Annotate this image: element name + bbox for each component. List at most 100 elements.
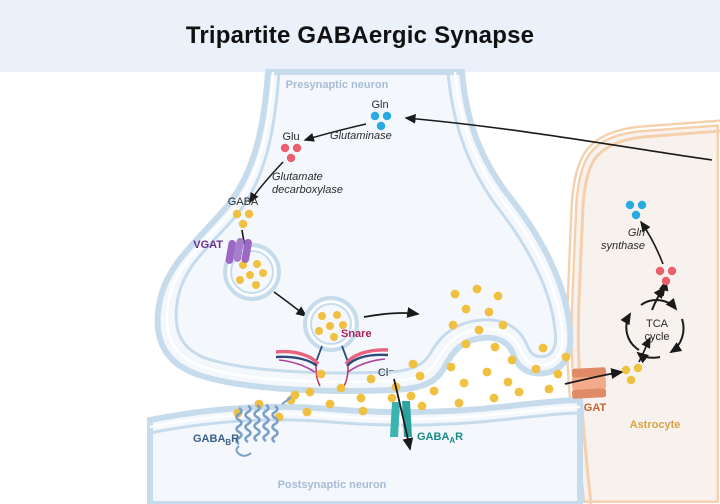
gaba-dot xyxy=(238,219,248,229)
vesicle2-gaba-dot xyxy=(330,333,338,341)
gaba-dot xyxy=(336,383,346,393)
glu-dot xyxy=(661,276,671,286)
gaba-dot xyxy=(514,387,524,397)
gabab-receptor-label: GABABR xyxy=(193,433,239,447)
gabaa-receptor[interactable]: Cl⁻ GABAAR xyxy=(378,367,463,451)
gabab-label-sub: B xyxy=(225,438,231,447)
gaba-dot xyxy=(366,374,376,384)
vgat-label: VGAT xyxy=(193,239,223,251)
gaba-dot xyxy=(544,384,554,394)
glu-dot xyxy=(280,143,290,153)
snare-helix xyxy=(347,358,386,373)
gaba-dot xyxy=(450,289,460,299)
gabaa-label-main: GABA xyxy=(417,431,449,443)
gat-label: GAT xyxy=(584,402,607,414)
gaba-bound-to-gabaa xyxy=(406,391,416,401)
molecule-gln-astrocyte xyxy=(625,200,647,220)
vesicle-gaba-dot xyxy=(236,276,244,284)
astrocyte-cell: Astrocyte xyxy=(565,119,720,504)
molecule-gaba-astrocyte xyxy=(621,363,643,385)
gabab-receptor[interactable]: GABABR xyxy=(193,390,300,457)
vesicle-gaba-dot xyxy=(239,261,247,269)
gaba-dot xyxy=(531,364,541,374)
vesicle-loaded: VGAT xyxy=(193,237,281,301)
vgat-helix xyxy=(225,240,236,264)
gaba-dot xyxy=(358,406,368,416)
gaba-dot xyxy=(507,355,517,365)
gaba-dot xyxy=(498,320,508,330)
postsynaptic-neuron-label: Postsynaptic neuron xyxy=(278,479,387,491)
gaba-dot xyxy=(244,209,254,219)
arrow-glutamate-decarboxylase xyxy=(249,161,284,204)
snare-tail xyxy=(343,365,349,387)
vgat-helix xyxy=(241,239,252,263)
gaba-dot xyxy=(553,369,563,379)
arrow-gaba-uptake xyxy=(564,368,624,385)
gat-domain-bottom xyxy=(571,388,607,399)
vesicle-gaba-dot xyxy=(259,269,267,277)
gaba-dot xyxy=(448,320,458,330)
page-title: Tripartite GABAergic Synapse xyxy=(185,22,535,49)
gaba-dot xyxy=(482,367,492,377)
glu-dot xyxy=(667,266,677,276)
arrow-chloride-influx xyxy=(393,378,414,451)
snare-helix xyxy=(278,359,316,373)
title-header: Tripartite GABAergic Synapse xyxy=(0,0,720,72)
vesicle2-membrane-gap xyxy=(308,301,354,347)
gln-dot xyxy=(370,111,380,121)
tca-cycle: TCA cycle xyxy=(620,286,685,364)
vesicle-membrane-gap xyxy=(228,248,276,296)
postsynaptic-membrane-inner xyxy=(149,411,581,435)
gaba-dot xyxy=(454,398,464,408)
gabaa-subunit xyxy=(390,402,400,437)
astrocyte-membrane-outer xyxy=(565,119,720,504)
gaba-dot xyxy=(472,284,482,294)
gaba-dot xyxy=(484,307,494,317)
vesicle2-gaba-dot xyxy=(339,321,347,329)
snare-t-strand-pink xyxy=(275,349,320,366)
tca-arc-arrow xyxy=(640,297,678,311)
gabaa-label-sub: A xyxy=(449,436,455,445)
gaba-dot xyxy=(489,393,499,403)
vesicle2-gaba-dot xyxy=(315,327,323,335)
glu-label: Glu xyxy=(282,131,299,143)
tca-cycle-label-line1: TCA xyxy=(646,318,669,330)
gaba-dot xyxy=(503,377,513,387)
gaba-dot xyxy=(417,401,427,411)
arrow-vesicle-fusion xyxy=(363,307,420,318)
gaba-dot xyxy=(356,393,366,403)
arrow-vesicle-trafficking xyxy=(273,291,308,317)
gaba-dot xyxy=(302,407,312,417)
gaba-dot xyxy=(305,387,315,397)
astrocyte-membrane-inner xyxy=(576,129,720,504)
gaba-bound-to-gabab xyxy=(290,390,300,400)
gaba-dot xyxy=(415,371,425,381)
tca-arc-arrow xyxy=(669,318,685,354)
gaba-dot xyxy=(459,378,469,388)
gaba-dot xyxy=(461,339,471,349)
snare-tail xyxy=(315,365,321,387)
vgat-transporter[interactable] xyxy=(225,237,253,264)
arrow-gln-synthase xyxy=(640,220,664,265)
gabab-label-end: R xyxy=(231,433,239,445)
gat-domain-top xyxy=(571,367,607,378)
chloride-label: Cl⁻ xyxy=(378,367,394,379)
gabaa-subunit xyxy=(402,401,412,437)
vesicle-docked xyxy=(303,296,359,352)
snare-v-strand xyxy=(341,345,349,363)
presynaptic-membrane-outer xyxy=(154,69,574,394)
gaba-synaptic-cleft-cluster xyxy=(233,343,571,422)
gaba-fusion-pore-cluster xyxy=(448,284,508,352)
vgat-helix xyxy=(233,238,244,262)
gln-dot xyxy=(637,200,647,210)
arrow-glutaminase xyxy=(303,123,367,142)
arrow-gln-astrocyte-to-presynaptic xyxy=(404,114,713,161)
tca-cycle-label-line2: cycle xyxy=(644,331,669,343)
molecule-gaba-cytosol: GABA xyxy=(228,196,259,229)
svg-text:GABABR: GABABR xyxy=(193,433,239,447)
snare-t-strand-blue xyxy=(275,355,318,367)
vesicle-gaba-dot xyxy=(253,260,261,268)
molecule-glu-astrocyte xyxy=(655,266,677,286)
vesicle-gaba-dot xyxy=(252,281,260,289)
